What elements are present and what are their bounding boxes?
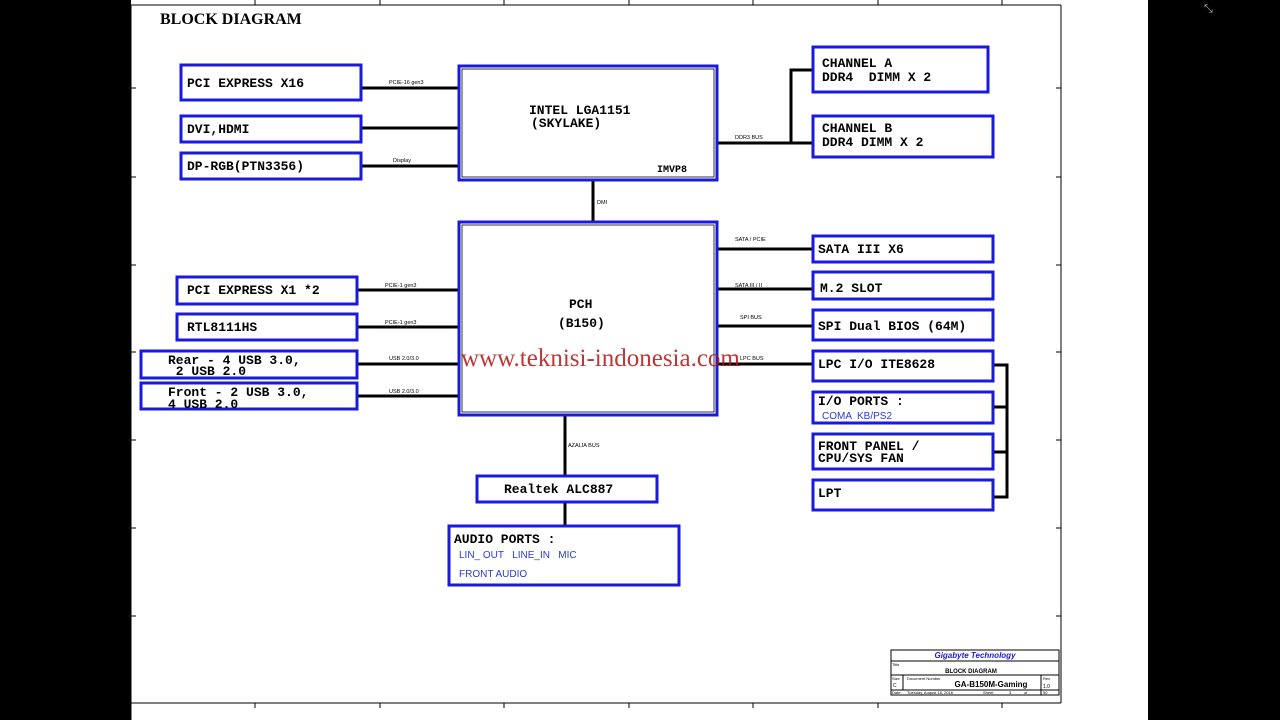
sheet-number: 3: [1009, 690, 1012, 695]
bus-label-ddr: DDR3 BUS: [735, 135, 763, 141]
bus-label-pcie16: PCIE-16 gen3: [389, 80, 424, 86]
bus-label-lpc: LPC BUS: [740, 356, 764, 362]
io-ports-label: I/O PORTS :: [818, 394, 904, 409]
company-name: Gigabyte Technology: [934, 651, 1016, 660]
pcie-x16-label: PCI EXPRESS X16: [187, 76, 304, 91]
block-diagram: BLOCK DIAGRAM PCIE-16 gen3 Display DDR3 …: [131, 0, 1062, 720]
bus-label-usb-front: USB 2.0/3.0: [389, 389, 419, 395]
pch-model: (B150): [558, 316, 605, 331]
sheet-field-label: Sheet: [983, 690, 994, 695]
io-ports-detail: COMA KB/PS2: [822, 411, 892, 422]
m2-slot-label: M.2 SLOT: [820, 281, 883, 296]
sheet-title: BLOCK DIAGRAM: [945, 669, 997, 675]
bus-label-display: Display: [393, 158, 411, 164]
spi-bios-label: SPI Dual BIOS (64M): [818, 319, 966, 334]
size-value: C: [893, 683, 897, 689]
rear-usb-label: Rear - 4 USB 3.0,: [168, 353, 301, 368]
dvi-hdmi-label: DVI,HDMI: [187, 122, 249, 137]
audio-ports-list: LIN_ OUT LINE_IN MIC: [459, 550, 577, 561]
lpc-io-label: LPC I/O ITE8628: [818, 357, 935, 372]
size-field-label: Size: [892, 676, 901, 681]
watermark-text: www.teknisi-indonesia.com: [461, 345, 740, 372]
rear-usb2-label: 2 USB 2.0: [168, 364, 246, 379]
front-audio-label: FRONT AUDIO: [459, 569, 527, 580]
cpu-codename: (SKYLAKE): [531, 116, 601, 131]
bus-label-usb-rear: USB 2.0/3.0: [389, 356, 419, 362]
pcie-x1-label: PCI EXPRESS X1 *2: [187, 283, 320, 298]
rev-field-label: Rev: [1043, 676, 1050, 681]
of-label: of: [1024, 690, 1028, 695]
channel-a-dimm: DDR4 DIMM X 2: [822, 70, 931, 85]
bus-label-sata: SATA / PCIE: [735, 237, 766, 243]
channel-a-label: CHANNEL A: [822, 56, 892, 71]
lpt-label: LPT: [818, 486, 842, 501]
channel-b-dimm: DDR4 DIMM X 2: [822, 135, 924, 150]
doc-number-label: Document Number: [907, 676, 941, 681]
lan-label: RTL8111HS: [187, 320, 257, 335]
page-title: BLOCK DIAGRAM: [160, 11, 302, 28]
channel-b-label: CHANNEL B: [822, 121, 892, 136]
cpu-label: INTEL LGA1151: [529, 103, 631, 118]
front-usb-label: Front - 2 USB 3.0,: [168, 385, 308, 400]
codec-label: Realtek ALC887: [504, 482, 613, 497]
audio-ports-title: AUDIO PORTS :: [454, 532, 555, 547]
date-value: Tuesday, August 16, 2016: [907, 690, 954, 695]
pch-label: PCH: [569, 297, 592, 312]
schematic-sheet: BLOCK DIAGRAM PCIE-16 gen3 Display DDR3 …: [131, 0, 1148, 720]
bus-label-spi: SPI BUS: [740, 315, 762, 321]
bus-label-m2: SATA III / II: [735, 283, 762, 289]
bus-label-dmi: DMI: [597, 200, 608, 206]
bus-label-pcie1-a: PCIE-1 gen3: [385, 283, 417, 289]
front-panel-label: FRONT PANEL /: [818, 439, 920, 454]
date-field-label: Date:: [892, 690, 902, 695]
title-field-label: Title: [892, 662, 900, 667]
dp-rgb-label: DP-RGB(PTN3356): [187, 159, 304, 174]
fan-label: CPU/SYS FAN: [818, 451, 904, 466]
fullscreen-toggle-icon[interactable]: ⤡: [1204, 2, 1213, 15]
front-usb2-label: 4 USB 2.0: [168, 397, 238, 412]
bus-label-azalia: AZALIA BUS: [568, 443, 600, 449]
sheet-total: 50: [1043, 690, 1048, 695]
cpu-vr-label: IMVP8: [657, 165, 687, 176]
sata-label: SATA III X6: [818, 242, 904, 257]
bus-label-pcie1-b: PCIE-1 gen3: [385, 320, 417, 326]
rev-value: 1.0: [1043, 684, 1050, 690]
board-model: GA-B150M-Gaming: [955, 680, 1028, 689]
